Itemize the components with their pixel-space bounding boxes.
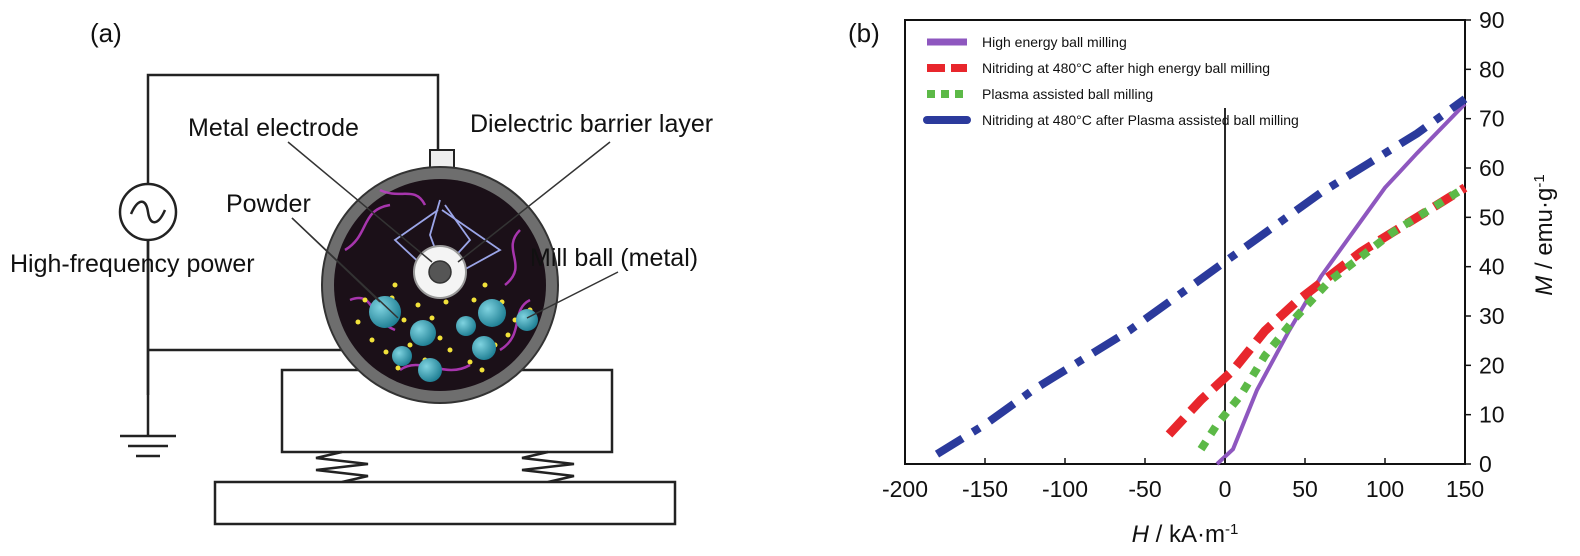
series-line-4	[934, 95, 1468, 458]
mill-ball-label: Mill ball (metal)	[530, 244, 699, 272]
y-tick-label: 90	[1479, 7, 1505, 33]
x-tick-label: -50	[1128, 476, 1161, 502]
milling-vessel	[321, 166, 559, 404]
right-spring	[521, 450, 575, 484]
x-tick-label: -150	[962, 476, 1008, 502]
powder-label: Powder	[226, 190, 311, 218]
metal-electrode-label: Metal electrode	[188, 114, 359, 142]
dielectric-leader	[457, 141, 611, 263]
y-axis-title: M / emu·g-1	[1531, 174, 1559, 295]
series-line-1	[1215, 102, 1467, 466]
power-label: High-frequency power	[10, 250, 255, 278]
y-tick-label: 80	[1479, 56, 1505, 82]
x-tick-label: 0	[1219, 476, 1232, 502]
panel-a-label: (a)	[90, 18, 122, 48]
electrode-leader	[287, 141, 433, 263]
base-plate	[213, 480, 677, 526]
vibration-platform	[280, 368, 614, 454]
legend-label-2: Nitriding at 480°C after high energy bal…	[982, 60, 1270, 76]
x-tick-label: -200	[882, 476, 928, 502]
y-tick-label: 70	[1479, 106, 1505, 132]
y-tick-label: 10	[1479, 402, 1505, 428]
left-spring	[315, 450, 369, 484]
y-tick-label: 50	[1479, 204, 1505, 230]
y-tick-label: 20	[1479, 352, 1505, 378]
plot-frame	[904, 19, 1466, 465]
y-tick-label: 0	[1479, 451, 1492, 477]
legend-label-1: High energy ball milling	[982, 34, 1127, 50]
y-tick-label: 30	[1479, 303, 1505, 329]
x-tick-label: 150	[1446, 476, 1484, 502]
legend-label-3: Plasma assisted ball milling	[982, 86, 1153, 102]
ground-icon	[120, 434, 176, 458]
series-line-3	[1197, 184, 1468, 452]
x-tick-label: -100	[1042, 476, 1088, 502]
x-axis-title: H / kA·m-1	[1132, 521, 1239, 549]
powder-leader-2	[291, 217, 399, 319]
ac-source-icon	[118, 182, 178, 242]
y-tick-label: 60	[1479, 155, 1505, 181]
legend-label-4: Nitriding at 480°C after Plasma assisted…	[982, 112, 1299, 128]
y-tick-label: 40	[1479, 254, 1505, 280]
x-tick-label: 100	[1366, 476, 1404, 502]
series-line-2	[1165, 183, 1468, 438]
panel-b-label: (b)	[848, 18, 880, 48]
dielectric-barrier-label: Dielectric barrier layer	[470, 110, 714, 138]
ball-leader	[526, 271, 619, 319]
x-tick-label: 50	[1292, 476, 1318, 502]
